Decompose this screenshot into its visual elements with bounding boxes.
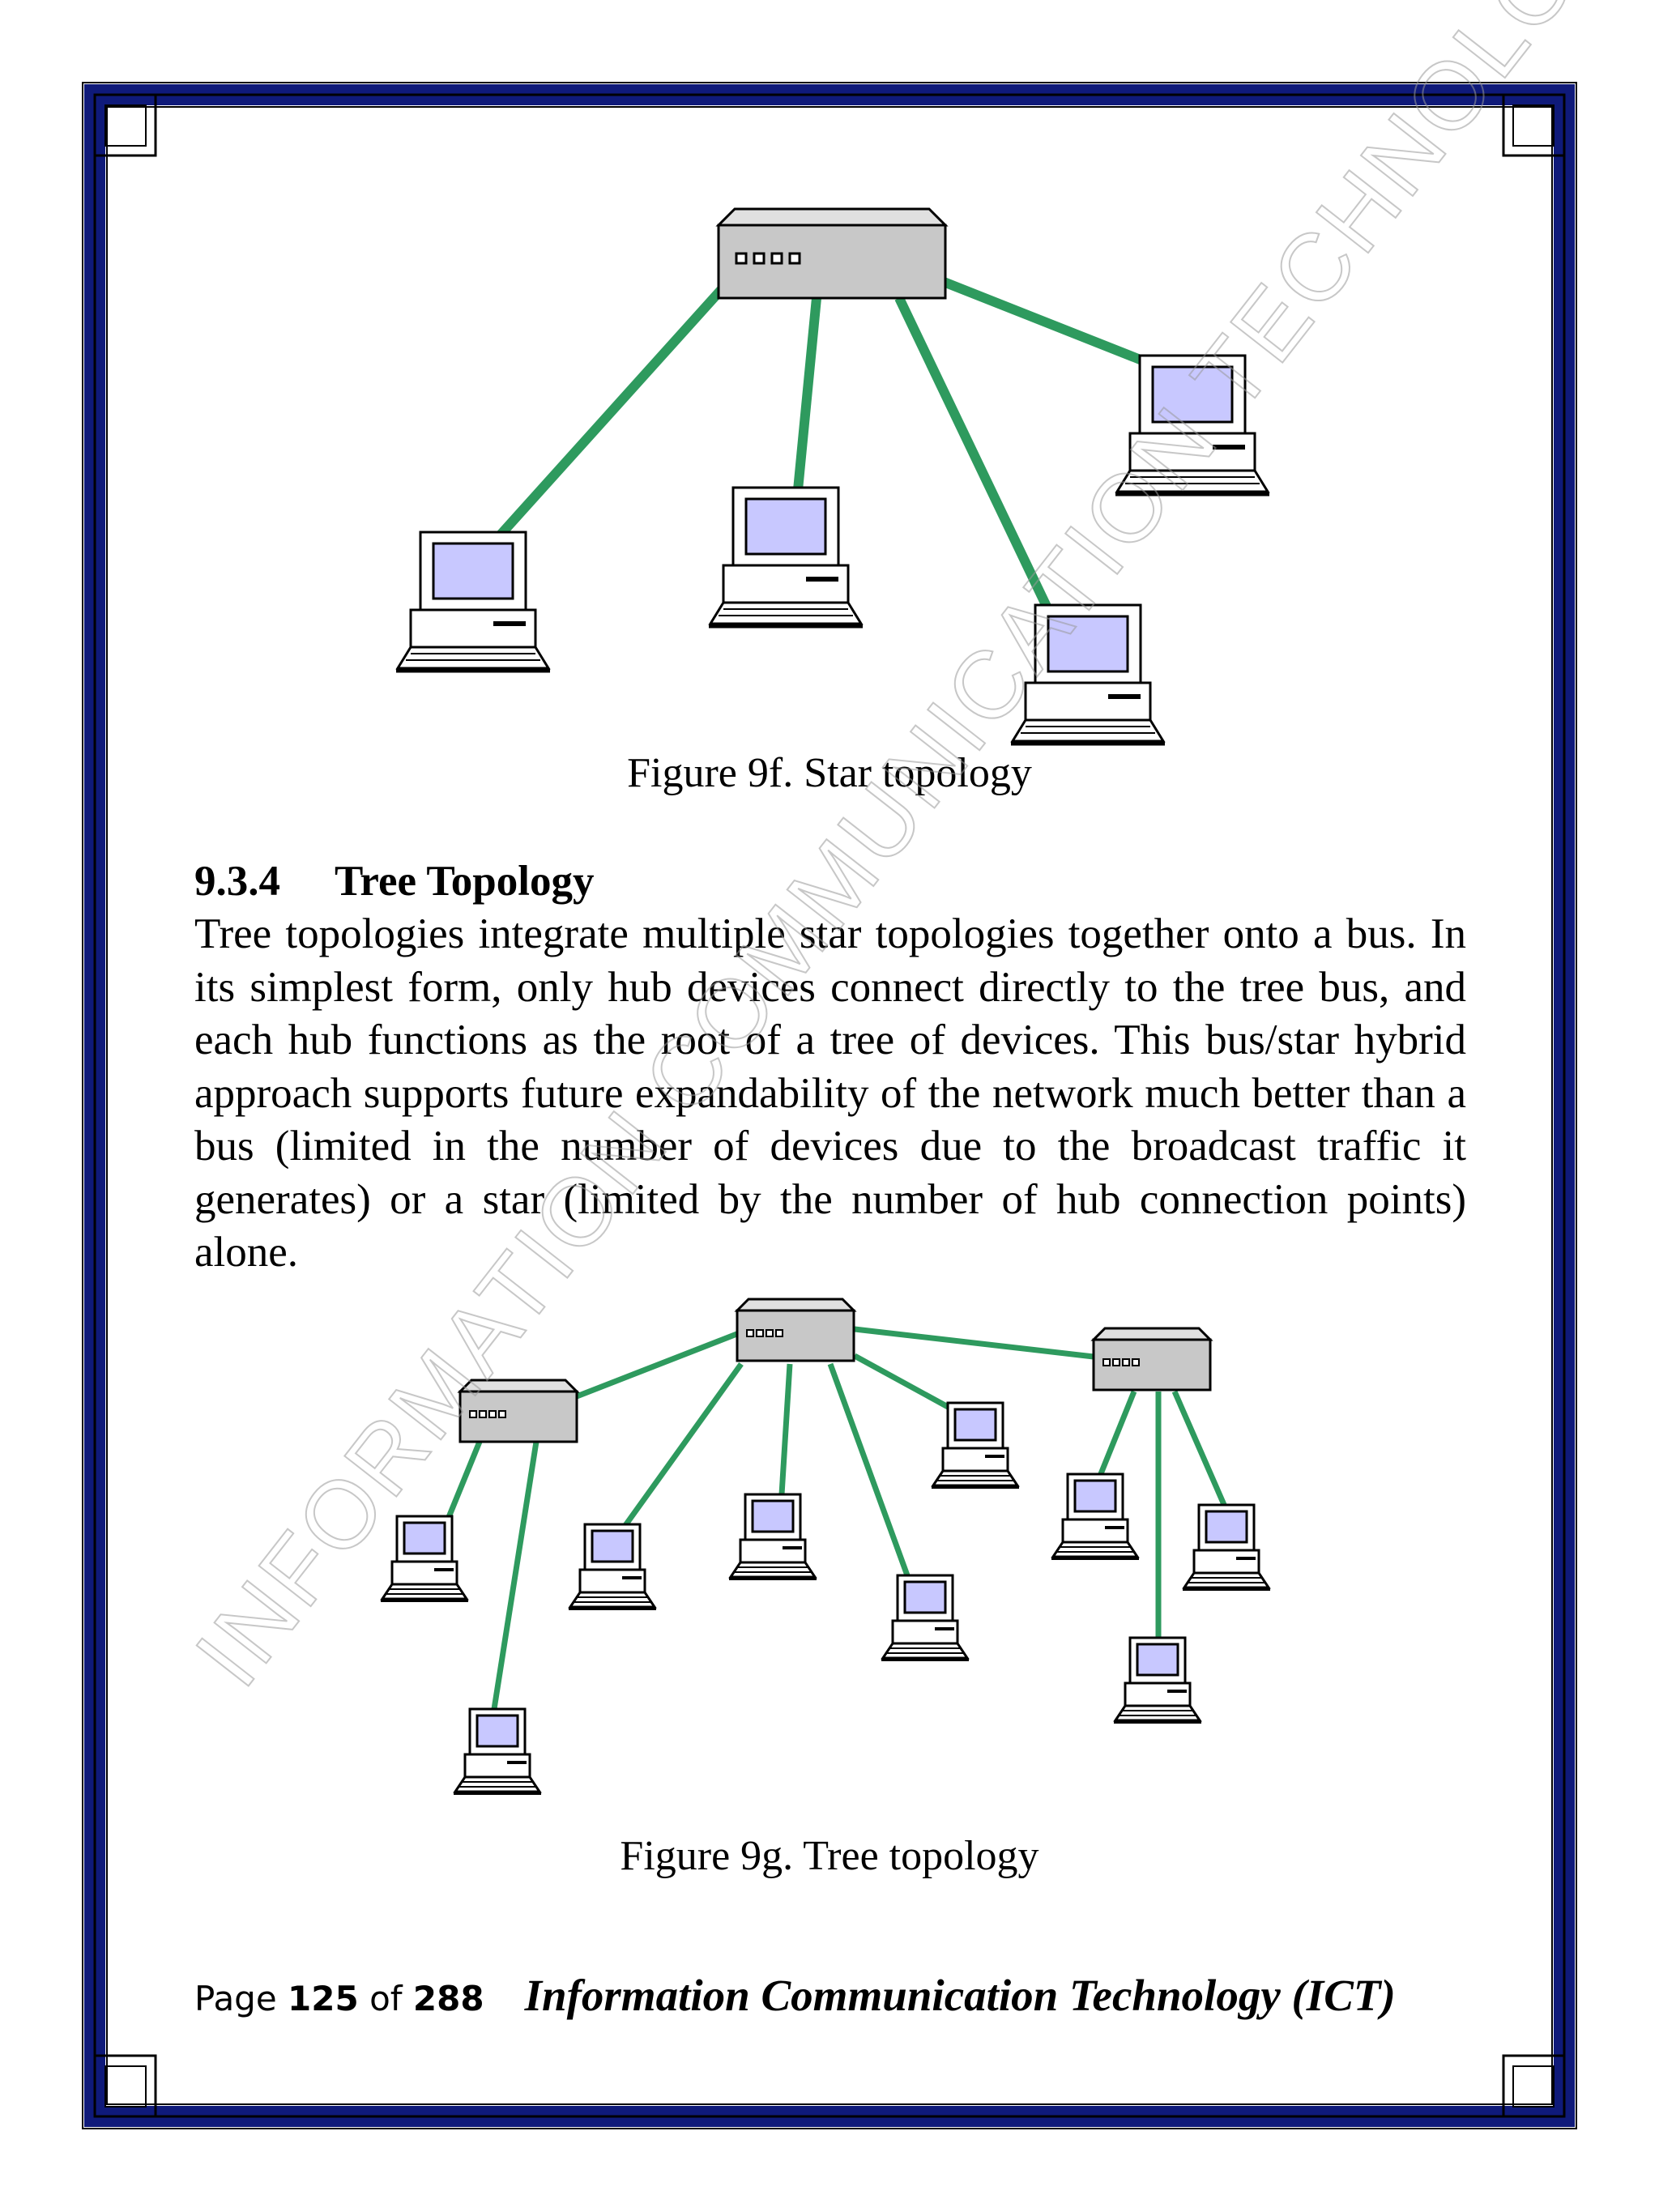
- corner-ornaments: [93, 93, 1566, 2118]
- page-indicator: Page 125 of 288: [194, 1979, 484, 2018]
- section-title: Tree Topology: [335, 858, 595, 905]
- tree-topology-paragraph: Tree topologies integrate multiple star …: [194, 910, 1466, 1276]
- tree-topology-figure: [379, 1298, 1272, 1795]
- page-footer: Page 125 of 288 Information Communication…: [194, 1970, 1491, 2021]
- star-links: [497, 277, 1145, 614]
- section-heading: 9.3.4 Tree Topology: [194, 857, 595, 906]
- tree-links: [444, 1326, 1228, 1710]
- section-number: 9.3.4: [194, 858, 280, 905]
- figure-9g-caption: Figure 9g. Tree topology: [620, 1833, 1039, 1879]
- of-label: of: [369, 1979, 403, 2018]
- page-number: 125: [288, 1979, 359, 2018]
- watermark-text: INFORMATION COMMUNICATION TECHNOLOGY (IC…: [175, 0, 1659, 1706]
- star-topology-figure: [0, 207, 1659, 810]
- figure-9f-caption: Figure 9f. Star topology: [627, 750, 1032, 796]
- page-label: Page: [194, 1979, 277, 2018]
- total-pages: 288: [412, 1979, 484, 2018]
- book-title: Information Communication Technology (IC…: [524, 1971, 1396, 2020]
